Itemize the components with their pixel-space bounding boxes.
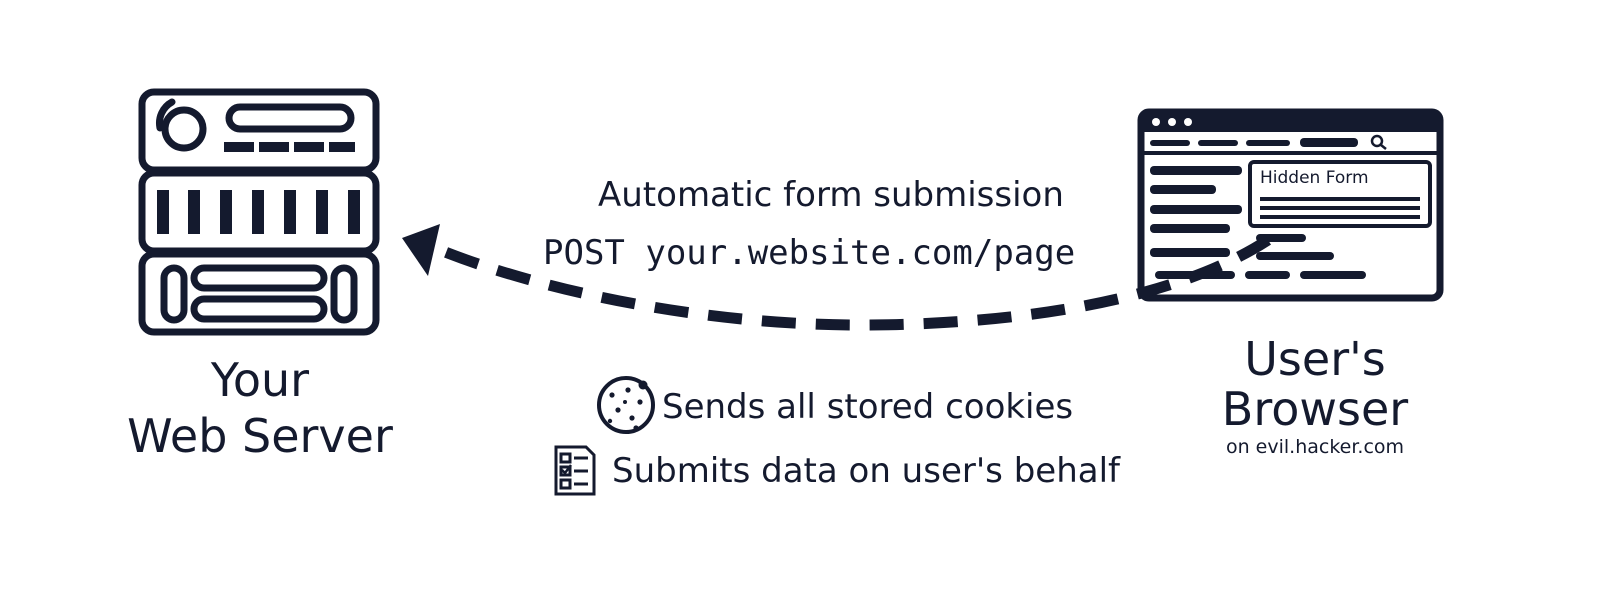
server-label-line1: Your: [210, 353, 310, 407]
browser-label-line1: User's: [1244, 332, 1386, 386]
browser-origin: on evil.hacker.com: [1225, 436, 1405, 458]
browser-window-icon: [1137, 108, 1444, 302]
browser-label-line2: Browser: [1221, 382, 1409, 436]
server-details: [157, 142, 360, 234]
server-label-line2: Web Server: [127, 409, 393, 463]
cookie-icon: [597, 376, 655, 434]
server-bottom-unit: [160, 264, 358, 324]
browser-label: User's Browser: [1160, 334, 1470, 434]
arrow-head: [402, 224, 440, 276]
cookies-note: Sends all stored cookies: [662, 387, 1074, 427]
submit-note: Submits data on user's behalf: [612, 451, 1121, 491]
arrow-caption: Automatic form submission: [598, 175, 1064, 215]
request-line: POST your.website.com/page: [543, 233, 1076, 273]
server-rack-icon: [138, 88, 380, 336]
server-label: Your Web Server: [80, 352, 440, 464]
checklist-form-icon: [554, 445, 596, 496]
form-submission-arrow: [402, 224, 1271, 331]
hidden-form-title: Hidden Form: [1260, 168, 1369, 188]
